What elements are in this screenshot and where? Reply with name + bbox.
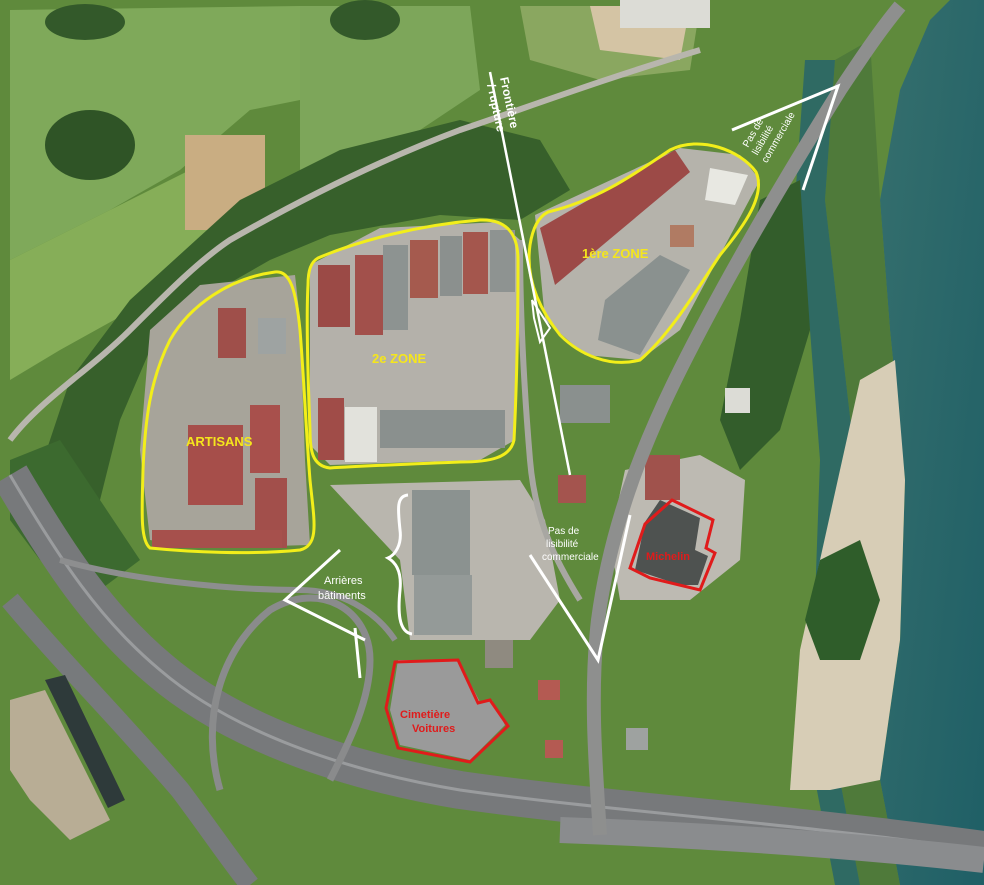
field-top-center (300, 6, 480, 170)
frontiere-line (488, 71, 572, 476)
michelin-label: Michelin (646, 551, 690, 563)
building (560, 385, 610, 423)
zone-artisans-outline (140, 270, 316, 555)
building (152, 530, 282, 548)
building (318, 398, 344, 460)
lake (880, 0, 984, 885)
michelin-outline (628, 498, 717, 592)
field-top-left (10, 6, 300, 260)
arrieres-label-line1: Arrières (324, 575, 363, 587)
arrieres-label-line2: bâtiments (318, 590, 366, 602)
building (538, 680, 560, 700)
building (485, 640, 513, 668)
cimetiere-voitures-yard (390, 660, 505, 760)
bridge (559, 817, 984, 873)
highway-marking (8, 474, 984, 852)
arrieres-pointer (353, 627, 362, 679)
rail-depot (45, 675, 125, 808)
road (586, 1, 906, 836)
building-top-right (620, 0, 710, 28)
cimetiere-label-line1: Cimetière (400, 709, 450, 721)
building (380, 410, 505, 448)
arrieres-bracket (384, 493, 413, 636)
building (463, 232, 488, 294)
building (318, 265, 350, 327)
building (725, 388, 750, 413)
ramp (59, 557, 398, 642)
building (705, 168, 748, 205)
riverside-trees (805, 540, 880, 660)
zone-1-label: 1ère ZONE (582, 246, 649, 261)
building (490, 230, 515, 292)
building (645, 455, 680, 500)
building (626, 728, 648, 750)
pas-lisibilite-mid-line2: lisibilité (546, 539, 579, 550)
frontiere-marker (531, 299, 552, 345)
cimetiere-label-line2: Voitures (412, 723, 455, 735)
ramp (208, 594, 374, 791)
building (440, 236, 462, 296)
pas-lisibilite-mid-line1: Pas de (548, 526, 580, 537)
building (188, 425, 243, 505)
tree-cluster (45, 110, 135, 180)
building (540, 150, 690, 285)
building (670, 225, 694, 247)
building (258, 318, 286, 354)
road (517, 239, 583, 602)
building (355, 255, 383, 335)
tree-cluster (45, 4, 125, 40)
michelin-building (635, 500, 708, 585)
pas-lisibilite-mid-chevron (528, 514, 632, 664)
road (7, 47, 701, 442)
zone-2-outline (305, 218, 520, 470)
building (345, 407, 377, 462)
building (250, 405, 280, 473)
building (218, 308, 246, 358)
pas-lisibilite-top-chevron (731, 83, 841, 191)
tree-cluster (330, 0, 400, 40)
zone-artisans-label: ARTISANS (186, 434, 253, 449)
building (545, 740, 563, 758)
building (412, 490, 470, 575)
field-left (10, 170, 230, 380)
pas-lisibilite-mid-line3: commerciale (542, 552, 599, 563)
building (414, 575, 472, 635)
cimetiere-voitures-outline (384, 658, 510, 764)
gravel-strip (10, 690, 110, 840)
building (558, 475, 586, 503)
zone-2-label: 2e ZONE (372, 351, 427, 366)
building (598, 255, 690, 355)
building (410, 240, 438, 298)
arrieres-chevron (282, 548, 366, 642)
building (383, 245, 408, 330)
highway-lower (2, 593, 258, 885)
